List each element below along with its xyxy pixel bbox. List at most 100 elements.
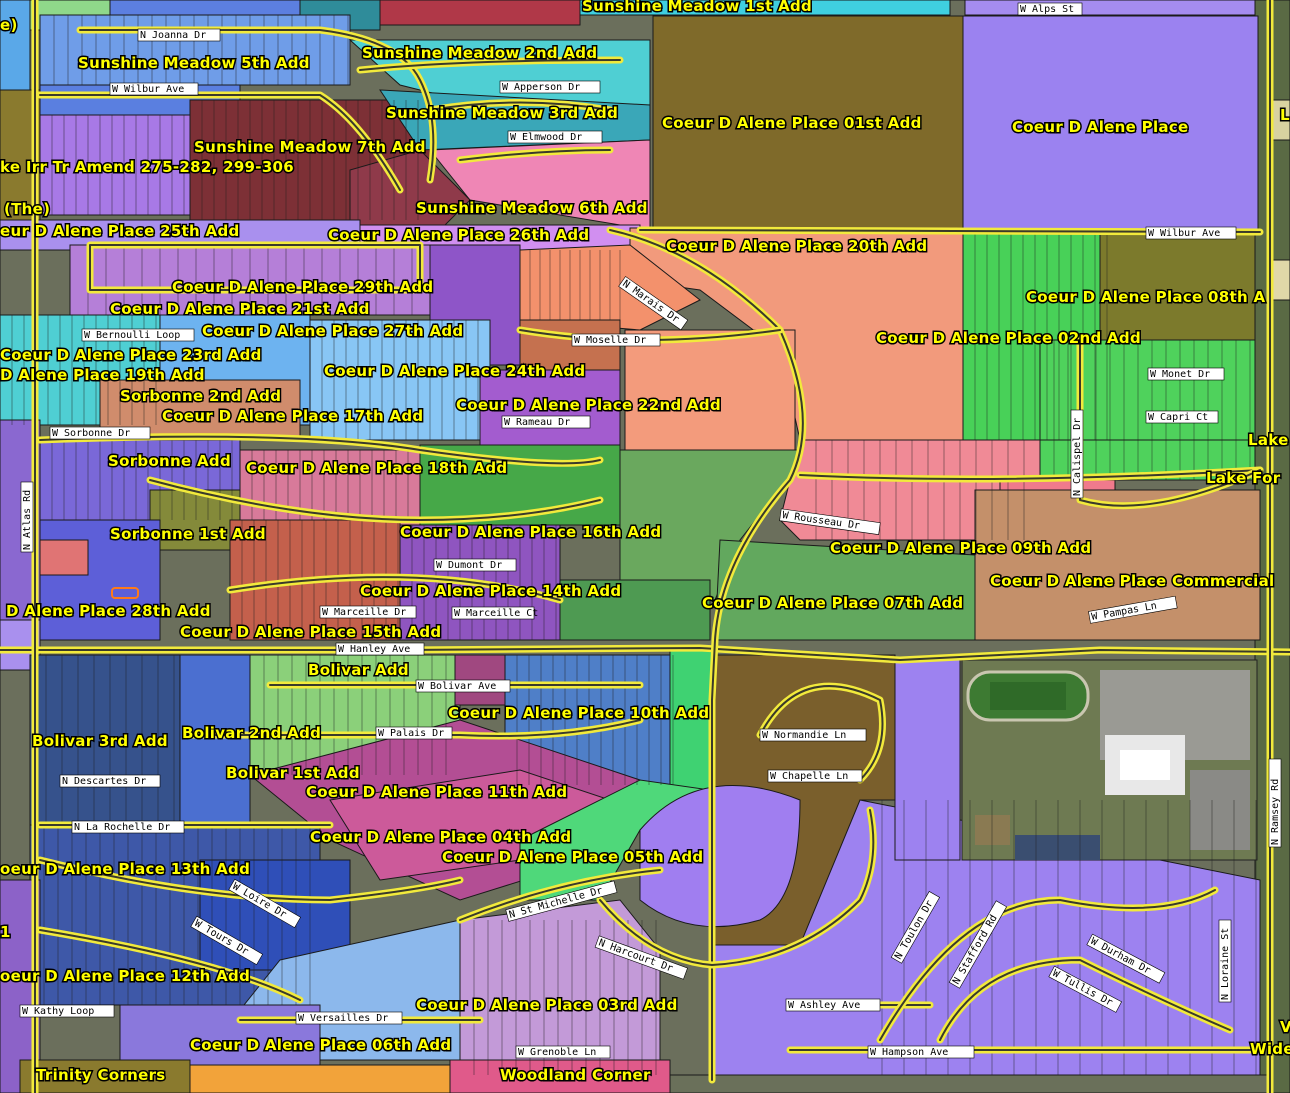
subdivision-label[interactable]: Coeur D Alene Place 26th Add <box>327 225 591 246</box>
street-label[interactable]: N Ramsey Rd <box>1268 758 1282 848</box>
subdivision-label[interactable]: 1 <box>0 922 12 943</box>
parcel[interactable] <box>39 539 89 576</box>
parcel[interactable] <box>0 0 31 91</box>
parcel[interactable] <box>559 579 711 641</box>
subdivision-label[interactable]: Woodland Corner <box>499 1065 653 1086</box>
street-label[interactable]: W Hanley Ave <box>335 642 425 656</box>
subdivision-label[interactable]: Bolivar 2nd Add <box>181 723 323 744</box>
subdivision-label[interactable]: Coeur D Alene Place 06th Add <box>189 1035 453 1056</box>
subdivision-label[interactable]: Coeur D Alene Place Commercial <box>989 571 1276 592</box>
street-label[interactable]: W Wilbur Ave <box>1145 226 1237 240</box>
street-label[interactable]: W Grenoble Ln <box>515 1045 611 1059</box>
parcel[interactable] <box>652 15 964 229</box>
street-label[interactable]: W Ashley Ave <box>785 998 881 1012</box>
parcel[interactable] <box>669 1074 1271 1093</box>
subdivision-label[interactable]: Coeur D Alene Place 16th Add <box>399 522 663 543</box>
subdivision-label[interactable]: D Alene Place 28th Add <box>5 601 213 622</box>
parcel[interactable] <box>1099 231 1256 353</box>
street-label[interactable]: N Calispel Dr <box>1070 409 1084 499</box>
parcel[interactable] <box>39 114 191 216</box>
subdivision-label[interactable]: Coeur D Alene Place 24th Add <box>323 361 587 382</box>
street-label[interactable]: W Alps St <box>1017 2 1083 16</box>
subdivision-label[interactable]: Coeur D Alene Place 08th A <box>1025 287 1267 308</box>
street-label[interactable]: W Marceille Dr <box>319 605 417 619</box>
subdivision-label[interactable]: Sunshine Meadow 7th Add <box>193 137 428 158</box>
street-label[interactable]: W Dumont Dr <box>433 558 517 572</box>
subdivision-label[interactable]: Coeur D Alene Place 17th Add <box>161 406 425 427</box>
subdivision-label[interactable]: Trinity Corners <box>35 1065 167 1086</box>
highlighted-parcel[interactable] <box>111 587 139 599</box>
street-label[interactable]: N Atlas Rd <box>20 481 34 553</box>
subdivision-label[interactable]: Bolivar 1st Add <box>225 763 362 784</box>
subdivision-label[interactable]: Coeur D Alene Place 05th Add <box>441 847 705 868</box>
street-label[interactable]: W Palais Dr <box>375 726 453 740</box>
subdivision-label[interactable]: Coeur D Alene Place 10th Add <box>447 703 711 724</box>
street-label[interactable]: W Elmwood Dr <box>507 130 603 144</box>
street-label[interactable]: W Bernoulli Loop <box>81 328 195 342</box>
parcel[interactable] <box>39 14 351 86</box>
street-label[interactable]: W Monet Dr <box>1147 367 1225 381</box>
subdivision-label[interactable]: Coeur D Alene Place 21st Add <box>109 299 371 320</box>
street-label[interactable]: N Joanna Dr <box>137 28 221 42</box>
subdivision-label[interactable]: Coeur D Alene Place 09th Add <box>829 538 1093 559</box>
subdivision-label[interactable]: Coeur D Alene Place 03rd Add <box>415 995 679 1016</box>
subdivision-label[interactable]: (The) <box>3 199 52 220</box>
subdivision-label[interactable]: Coeur D Alene Place 27th Add <box>201 321 465 342</box>
street-label[interactable]: W Marceille Ct <box>451 606 538 620</box>
subdivision-label[interactable]: Coeur D Alene Place 07th Add <box>701 593 965 614</box>
subdivision-label[interactable]: Coeur D Alene Place 29th Add <box>171 277 435 298</box>
subdivision-label[interactable]: Sorbonne 1st Add <box>109 524 268 545</box>
subdivision-label[interactable]: Sorbonne Add <box>107 451 233 472</box>
parcel[interactable] <box>579 0 951 16</box>
subdivision-label[interactable]: Lake For <box>1205 468 1282 489</box>
street-label[interactable]: W Chapelle Ln <box>767 769 863 783</box>
subdivision-label[interactable]: e) <box>0 15 19 36</box>
subdivision-label[interactable]: Sorbonne 2nd Add <box>119 386 283 407</box>
subdivision-label[interactable]: Coeur D Alene Place 22nd Add <box>455 395 723 416</box>
subdivision-label[interactable]: Coeur D Alene Place 04th Add <box>309 827 573 848</box>
street-label[interactable]: W Bolivar Ave <box>415 679 511 693</box>
street-label[interactable]: N Descartes Dr <box>59 774 161 788</box>
subdivision-label[interactable]: D Alene Place 19th Add <box>0 365 206 386</box>
street-label[interactable]: W Versailles Dr <box>295 1011 403 1025</box>
subdivision-label[interactable]: Sunshine Meadow 1st Add <box>581 0 814 17</box>
parcel[interactable] <box>309 319 491 441</box>
parcel[interactable] <box>19 1059 191 1093</box>
street-label[interactable]: W Sorbonne Dr <box>49 426 151 440</box>
parcel[interactable] <box>894 659 961 861</box>
street-label[interactable]: W Moselle Dr <box>571 333 661 347</box>
parcel[interactable] <box>189 1064 451 1093</box>
street-label[interactable]: W Wilbur Ave <box>109 82 199 96</box>
subdivision-label[interactable]: Coeur D Alene Place 02nd Add <box>875 328 1143 349</box>
subdivision-label[interactable]: Coeur D Alene Place 11th Add <box>305 782 569 803</box>
street-label[interactable]: N La Rochelle Dr <box>71 820 185 834</box>
street-label[interactable]: W Kathy Loop <box>19 1004 115 1018</box>
subdivision-label[interactable]: V <box>1279 1017 1290 1038</box>
subdivision-label[interactable]: oeur D Alene Place 13th Add <box>0 859 251 880</box>
subdivision-label[interactable]: Sunshine Meadow 2nd Add <box>361 43 599 64</box>
street-label[interactable]: W Normandie Ln <box>759 728 867 742</box>
subdivision-label[interactable]: L <box>1279 105 1290 126</box>
parcel[interactable] <box>639 784 801 928</box>
subdivision-label[interactable]: Coeur D Alene Place <box>1011 117 1190 138</box>
subdivision-label[interactable]: Coeur D Alene Place 14th Add <box>359 581 623 602</box>
street-label[interactable]: W Capri Ct <box>1145 410 1219 424</box>
street-label[interactable]: W Rameau Dr <box>501 415 591 429</box>
parcel[interactable] <box>69 244 431 316</box>
parcel[interactable] <box>479 369 621 451</box>
subdivision-label[interactable]: eur D Alene Place 25th Add <box>0 221 241 242</box>
parcel[interactable] <box>29 654 181 826</box>
subdivision-label[interactable]: Coeur D Alene Place 20th Add <box>665 236 929 257</box>
subdivision-label[interactable]: Wide <box>1249 1039 1290 1060</box>
parcel[interactable] <box>449 1059 671 1093</box>
street-label[interactable]: W Apperson Dr <box>499 80 601 94</box>
subdivision-label[interactable]: Sunshine Meadow 3rd Add <box>385 103 620 124</box>
street-label[interactable]: N Loraine St <box>1218 919 1232 1003</box>
subdivision-label[interactable]: Sunshine Meadow 5th Add <box>77 53 312 74</box>
subdivision-label[interactable]: Bolivar Add <box>307 660 411 681</box>
subdivision-label[interactable]: Sunshine Meadow 6th Add <box>415 198 650 219</box>
parcel[interactable] <box>379 0 581 26</box>
subdivision-label[interactable]: Coeur D Alene Place 18th Add <box>245 458 509 479</box>
subdivision-label[interactable]: ke Irr Tr Amend 275-282, 299-306 <box>0 157 295 178</box>
